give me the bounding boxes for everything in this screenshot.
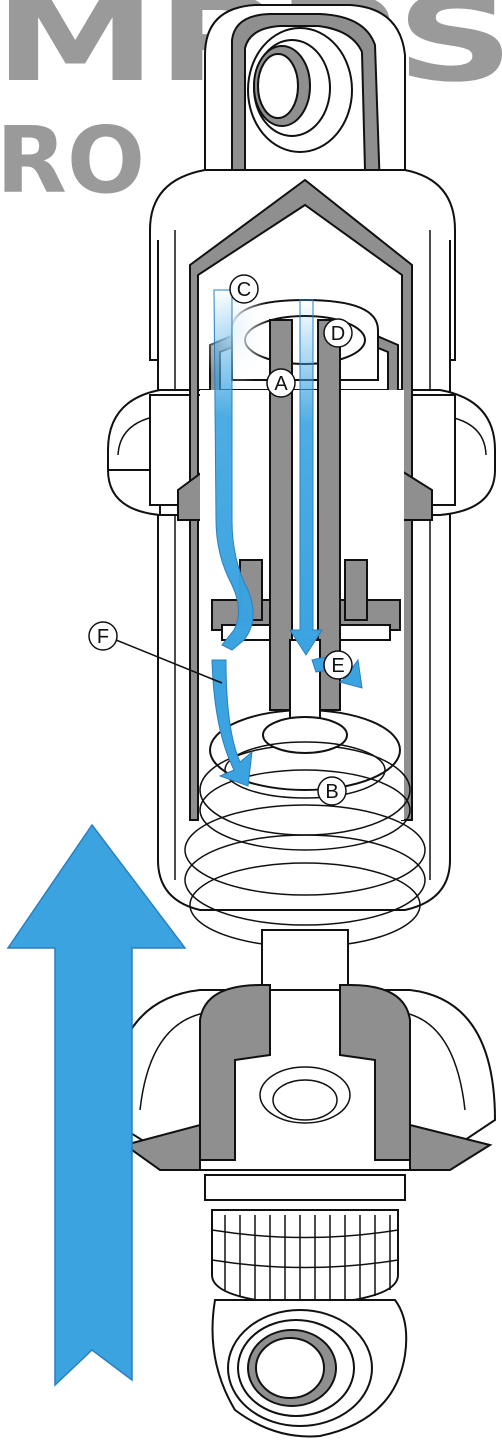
nut-knurling <box>211 1215 399 1305</box>
curved-flow-arrow-icon <box>211 659 253 787</box>
callout-c: C <box>229 274 259 304</box>
lower-nut <box>204 1174 406 1307</box>
callout-f: F <box>88 621 223 684</box>
top-eyelet <box>204 4 406 211</box>
callout-e: E <box>323 650 353 680</box>
bottom-eyelet <box>211 1299 408 1438</box>
svg-text:C: C <box>237 279 251 301</box>
svg-text:D: D <box>331 323 345 345</box>
center-flow-arrow <box>289 299 323 656</box>
callout-f-leader <box>115 639 223 684</box>
rod-rings <box>184 741 426 948</box>
callout-a: A <box>266 368 296 398</box>
svg-text:E: E <box>331 655 344 677</box>
curved-flow-arrow-icon <box>213 289 254 651</box>
svg-text:A: A <box>274 373 288 395</box>
piston-assembly <box>211 319 401 754</box>
svg-text:F: F <box>97 626 109 648</box>
svg-text:B: B <box>325 781 338 803</box>
flow-arrows <box>6 289 363 1387</box>
callout-d: D <box>323 318 353 348</box>
brand-text-bottom: RO <box>0 107 145 214</box>
lower-cup <box>122 984 493 1171</box>
lower-cup-inner <box>259 1066 351 1124</box>
large-up-arrow-icon <box>6 823 187 1387</box>
callout-b: B <box>317 776 347 806</box>
